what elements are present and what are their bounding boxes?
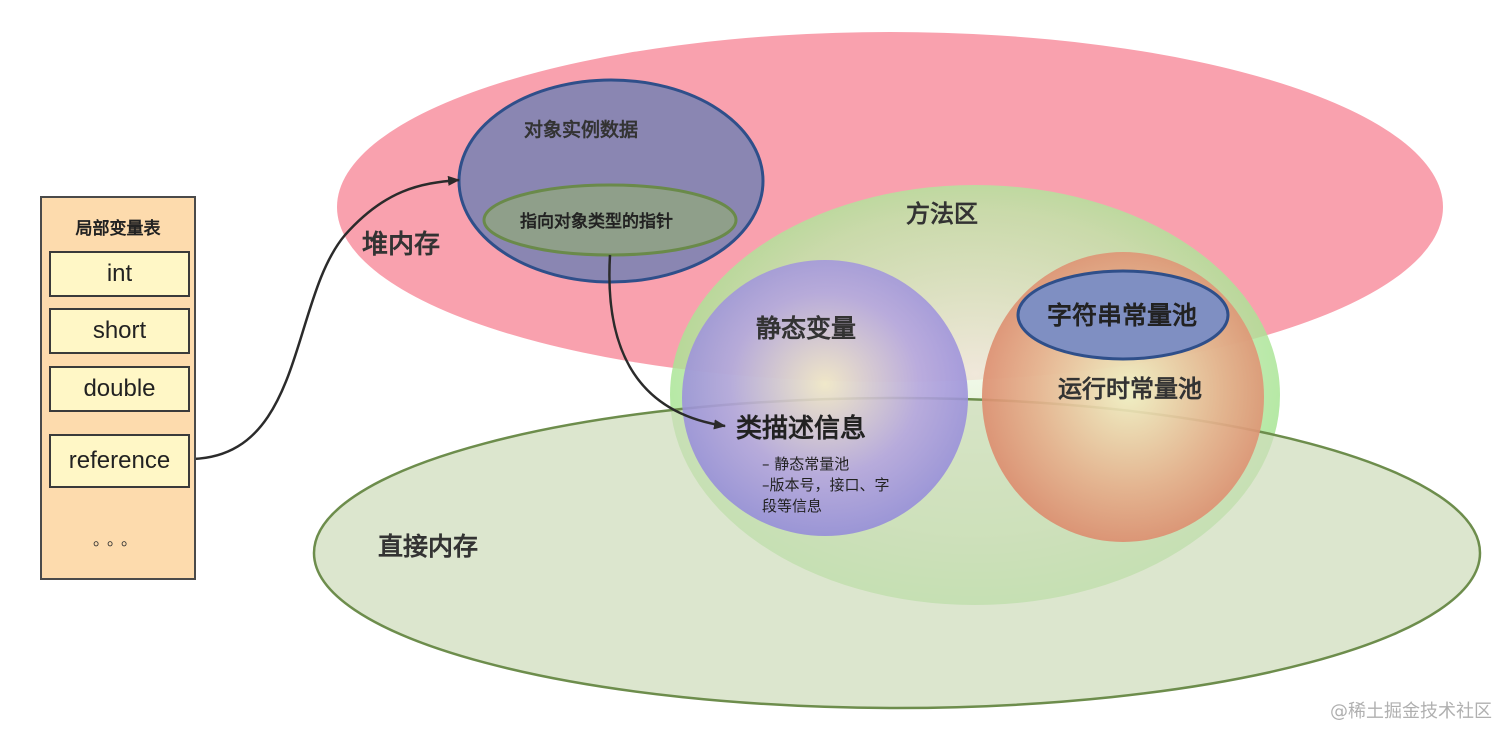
slot-short: short xyxy=(49,308,190,354)
object-instance-label: 对象实例数据 xyxy=(524,118,638,141)
pointer-to-class-info-arrow xyxy=(608,254,726,430)
method-area-label: 方法区 xyxy=(906,200,978,228)
heap-memory-label: 堆内存 xyxy=(362,230,440,260)
static-variables-circle xyxy=(682,260,968,536)
class-info-detail-3: 段等信息 xyxy=(762,497,822,515)
class-info-label: 类描述信息 xyxy=(736,413,866,444)
string-constant-pool-ellipse xyxy=(1016,269,1230,361)
slot-reference: reference xyxy=(49,434,190,488)
type-pointer-label: 指向对象类型的指针 xyxy=(520,211,673,232)
string-constant-pool-label: 字符串常量池 xyxy=(1047,301,1197,330)
runtime-constant-pool-label: 运行时常量池 xyxy=(1058,375,1202,403)
watermark: @稀土掘金技术社区 xyxy=(1330,701,1492,722)
direct-memory-label: 直接内存 xyxy=(378,532,478,561)
slot-double: double xyxy=(49,366,190,412)
reference-to-object-arrow xyxy=(192,175,460,461)
local-variable-table: 局部变量表 int short double reference 。。。 xyxy=(40,196,196,580)
slot-int: int xyxy=(49,251,190,297)
class-info-detail-1: – 静态常量池 xyxy=(762,455,849,473)
class-info-detail-2: –版本号，接口、字 xyxy=(762,476,890,494)
static-variables-label: 静态变量 xyxy=(756,314,856,343)
local-variable-table-title: 局部变量表 xyxy=(75,219,161,239)
more-slots-ellipsis: 。。。 xyxy=(92,530,143,549)
